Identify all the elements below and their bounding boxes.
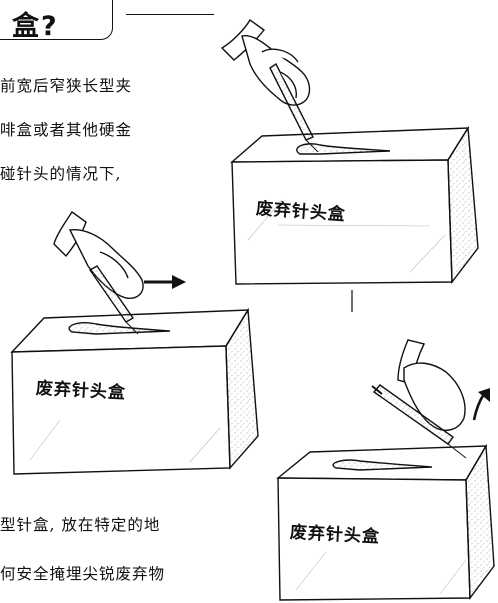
paragraph-bottom-line-1: 型针盒, 放在特定的地: [0, 516, 161, 534]
hand-syringe-3: [371, 339, 467, 459]
heading-frame: [0, 0, 113, 40]
hand-syringe-1: [220, 18, 319, 153]
sharps-box-2: [10, 307, 259, 475]
section-heading: 盒?: [12, 11, 59, 42]
hand-syringe-2: [53, 211, 144, 335]
sharps-box-1: [230, 125, 479, 285]
box-label-2: 废弃针头盒: [35, 378, 127, 404]
paragraph-top-line-2: 啡盒或者其他硬金: [0, 121, 133, 139]
sharps-box-3: [276, 443, 495, 601]
heading-rule: [126, 14, 214, 15]
paragraph-top-line-1: 前宽后窄狭长型夹: [0, 77, 133, 95]
box-label-3: 废弃针头盒: [289, 522, 381, 548]
arrow-up-icon: [472, 388, 490, 421]
arrow-right-icon: [144, 275, 186, 289]
paragraph-bottom-line-2: 何安全掩埋尖锐废弃物: [0, 565, 166, 583]
paragraph-top-line-3: 碰针头的情况下,: [0, 165, 122, 183]
